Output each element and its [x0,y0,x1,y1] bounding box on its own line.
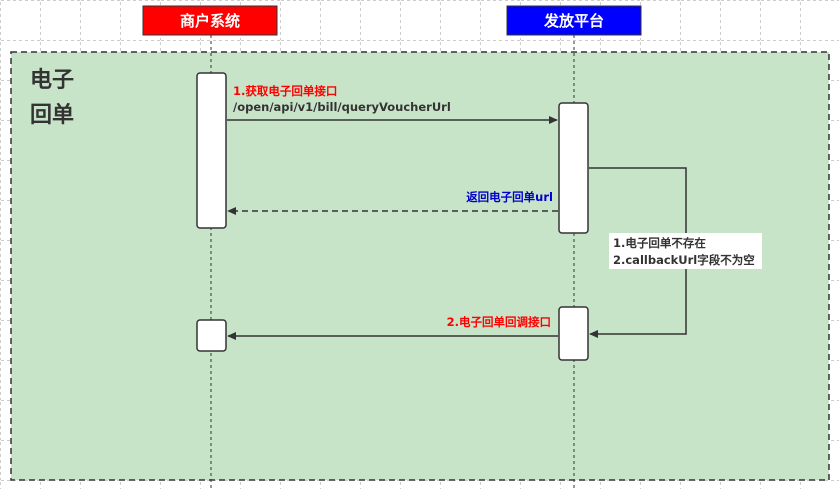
frame-title-line1: 电子 [30,68,74,93]
activation-platform-2[interactable] [558,306,589,361]
condition-line2: 2.callbackUrl字段不为空 [613,253,755,267]
response-label: 返回电子回单url [466,190,553,204]
request-path: /open/api/v1/bill/queryVoucherUrl [233,100,451,114]
activation-merchant-1[interactable] [196,72,227,229]
participant-merchant-box[interactable] [142,5,278,36]
participant-platform-label: 发放平台 [543,12,604,30]
condition-note-box [609,233,762,269]
activation-merchant-2[interactable] [196,319,227,352]
condition-line1: 1.电子回单不存在 [613,236,706,250]
participant-platform-box[interactable] [506,5,642,36]
callback-label: 2.电子回单回调接口 [447,315,551,329]
participant-merchant-label: 商户系统 [180,12,240,30]
request-title: 1.获取电子回单接口 [233,84,337,98]
frame-title-line2: 回单 [30,103,74,128]
activation-platform-1[interactable] [558,102,589,234]
